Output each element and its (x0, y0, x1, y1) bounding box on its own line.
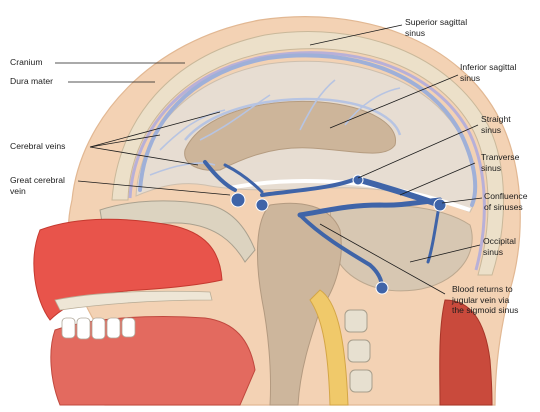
spinal-cord-sheath (309, 289, 349, 406)
label-cerebral-veins: Cerebral veins (10, 141, 66, 151)
label-straight-sinus: Straight sinus (481, 114, 511, 135)
label-blood-returns: Blood returns to jugular vein via the si… (452, 284, 519, 315)
palate (54, 290, 213, 311)
label-dura-mater: Dura mater (10, 76, 53, 86)
vertebrae (344, 309, 373, 393)
teeth (61, 317, 136, 340)
cranium-bone (111, 31, 505, 276)
sinus-cross-sections (230, 174, 447, 295)
brainstem (257, 202, 342, 406)
neck-muscle (439, 299, 493, 406)
nasal-cavity (33, 218, 223, 321)
label-transverse-sinus: Tranverse sinus (481, 152, 520, 173)
label-superior-sagittal-sinus: Superior sagittal sinus (405, 17, 468, 38)
label-cranium: Cranium (10, 57, 43, 67)
label-great-cerebral-vein: Great cerebral vein (10, 175, 65, 196)
label-inferior-sagittal-sinus: Inferior sagittal sinus (460, 62, 517, 83)
inferior-sagittal-sinus (184, 97, 402, 141)
label-confluence-of-sinuses: Confluence of sinuses (484, 191, 528, 212)
leader-lines (55, 24, 483, 295)
superior-sagittal-sinus (138, 53, 478, 207)
label-occipital-sinus: Occipital sinus (483, 236, 516, 257)
dura-mater (128, 51, 486, 271)
corpus-callosum (184, 100, 397, 171)
